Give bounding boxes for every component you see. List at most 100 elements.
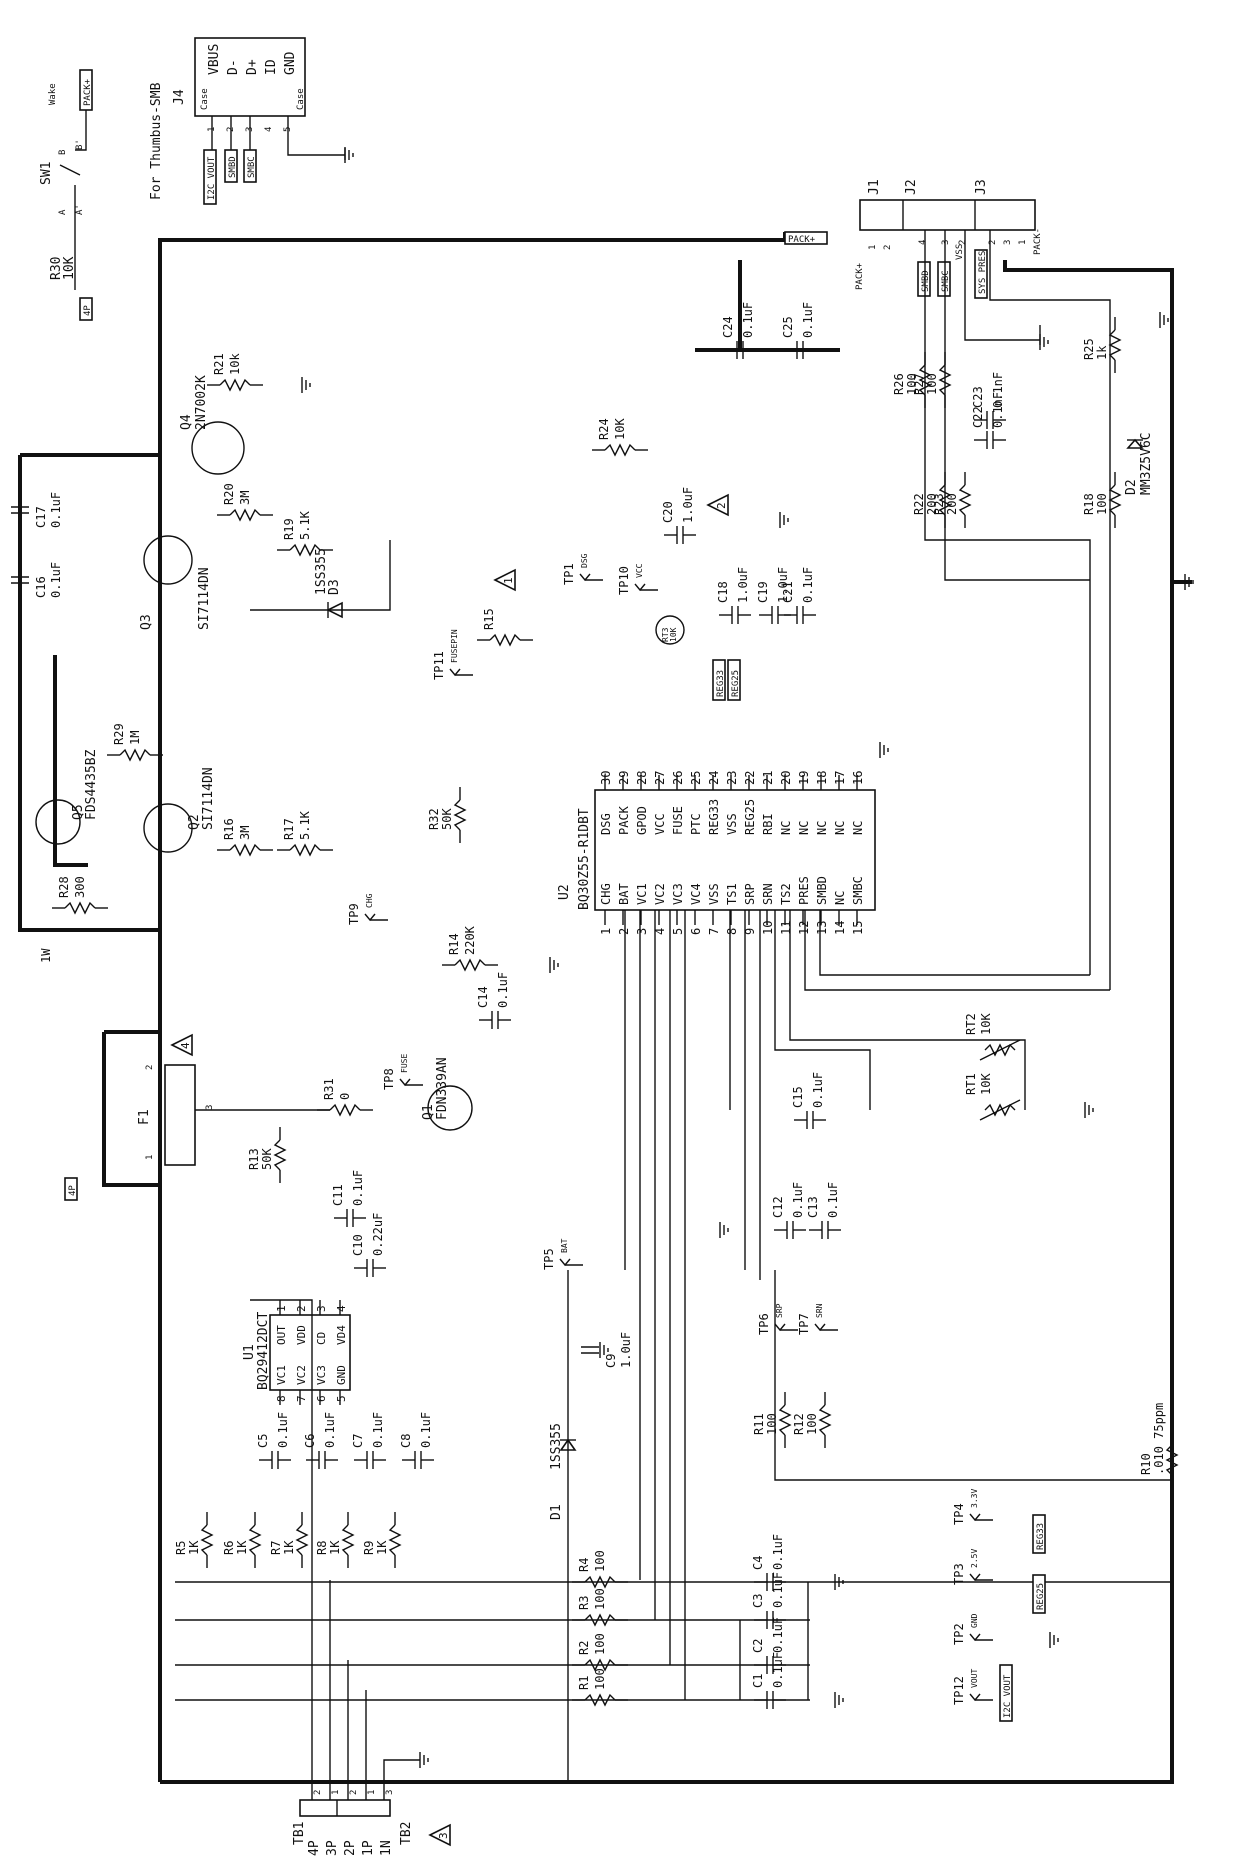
svg-text:J3: J3 — [974, 179, 989, 195]
svg-text:BQ30Z55-R1DBT: BQ30Z55-R1DBT — [577, 808, 592, 910]
capacitor-ref: C18 — [716, 581, 730, 603]
resistor-value: 100 — [765, 1413, 779, 1435]
capacitor-value: 0.22uF — [371, 1213, 385, 1256]
switch-sw1: SW1 Wake PACK+ A A' B B' R30 10K 4P — [39, 69, 93, 321]
svg-text:VSS: VSS — [955, 244, 965, 260]
capacitor-value: 1.0uF — [776, 567, 790, 603]
flag-smbc — [243, 149, 257, 183]
capacitor-value: 0.1uF — [791, 1182, 805, 1218]
svg-text:TB1: TB1 — [292, 1822, 307, 1845]
test-point-net: GND — [970, 1613, 979, 1628]
svg-text:1: 1 — [145, 1155, 155, 1160]
resistor-value: 1K — [187, 1540, 201, 1555]
svg-text:PACK-: PACK- — [1033, 228, 1043, 255]
svg-text:MM3Z5V6C: MM3Z5V6C — [1139, 432, 1154, 495]
resistor-ref: R25 — [1082, 338, 1096, 360]
ground-icon — [879, 742, 889, 758]
ground-icon — [549, 957, 559, 973]
resistor-ref: R3 — [577, 1596, 591, 1610]
capacitor-value: 0.1uF — [49, 492, 63, 528]
u2-pin-number: 28 — [635, 771, 649, 785]
j4-ref: J4 — [172, 89, 187, 105]
svg-text:REG25: REG25 — [1036, 1583, 1046, 1610]
ground-icon — [419, 1752, 429, 1768]
ground-icon — [834, 1574, 844, 1590]
test-point-net: FUSEPIN — [450, 629, 459, 663]
capacitor-ref: C19 — [756, 581, 770, 603]
u1-pin-name: VC3 — [315, 1365, 328, 1385]
test-point-net: DSG — [580, 553, 589, 568]
svg-text:R30: R30 — [49, 257, 64, 280]
capacitor-ref: C1 — [751, 1674, 765, 1688]
resistor-value: 3M — [238, 491, 252, 505]
test-point-ref: TP5 — [542, 1248, 556, 1270]
capacitor-ref: C6 — [303, 1434, 317, 1448]
svg-text:REG25: REG25 — [731, 670, 741, 697]
capacitor-ref: C22 — [971, 406, 985, 428]
svg-text:1: 1 — [331, 1790, 341, 1795]
test-point-net: VOUT — [970, 1669, 979, 1688]
flag-4p-r30 — [79, 297, 93, 321]
flag-reg25-u2 — [727, 659, 741, 701]
resistor-ref: R32 — [427, 808, 441, 830]
test-point-ref: TP3 — [952, 1563, 966, 1585]
capacitor-ref: C13 — [806, 1196, 820, 1218]
u2-pin-number: 17 — [833, 771, 847, 785]
resistor-value: 5.1K — [298, 510, 312, 540]
resistor-ref: R6 — [222, 1541, 236, 1555]
resistor-value: .010 75ppm — [1152, 1403, 1166, 1475]
svg-text:U2: U2 — [557, 884, 572, 900]
u2-pin-name: PRES — [797, 876, 811, 905]
resistor-ref: R24 — [597, 418, 611, 440]
u2-pin-name: DSG — [599, 813, 613, 835]
svg-text:2N7002K: 2N7002K — [194, 375, 209, 430]
u2-pin-number: 25 — [689, 771, 703, 785]
u2-pin-number: 21 — [761, 771, 775, 785]
svg-text:SMBD: SMBD — [921, 270, 931, 292]
u2-pin-number: 15 — [851, 921, 865, 935]
test-point-ref: TP11 — [432, 651, 446, 680]
svg-text:J2: J2 — [904, 179, 919, 195]
svg-text:1SS355: 1SS355 — [314, 548, 329, 595]
capacitor-ref: C15 — [791, 1086, 805, 1108]
diode-d1: D1 1SS355 — [549, 1270, 577, 1782]
svg-text:SYS PRES: SYS PRES — [978, 251, 988, 294]
capacitor-value: 0.1uF — [811, 1072, 825, 1108]
svg-text:F1: F1 — [137, 1109, 152, 1125]
resistor-ref: R13 — [247, 1148, 261, 1170]
flag-reg25 — [1032, 1574, 1046, 1614]
svg-text:D+: D+ — [245, 59, 260, 75]
u2-pin-name: SMBD — [815, 876, 829, 905]
capacitor-ref: C10 — [351, 1234, 365, 1256]
u2-pin-number: 13 — [815, 921, 829, 935]
test-point-net: SRP — [775, 1303, 784, 1318]
resistor-value: 100 — [593, 1550, 607, 1572]
thermistor-value: 10K — [979, 1073, 993, 1095]
svg-text:4P: 4P — [307, 1840, 322, 1856]
ground-symbol-list — [301, 147, 1194, 1768]
u1-pin-number: 6 — [315, 1395, 328, 1402]
u2-pin-name: REG33 — [707, 799, 721, 835]
u1-pin-number: 2 — [295, 1305, 308, 1312]
